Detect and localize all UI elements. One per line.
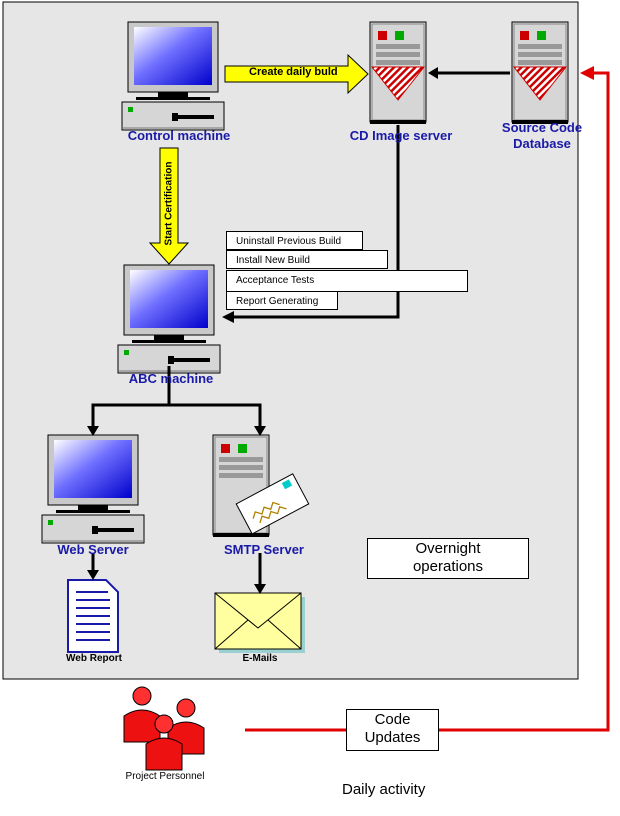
- code-updates-box: Code Updates: [346, 709, 439, 751]
- smtp-server-label: SMTP Server: [224, 542, 304, 557]
- abc-machine-icon: [117, 264, 221, 374]
- source-code-database-icon: [511, 21, 569, 125]
- create-daily-build-arrow: [224, 53, 369, 95]
- emails-label: E-Mails: [242, 653, 278, 664]
- cd-image-server-icon: [369, 21, 427, 125]
- step-report-generating: Report Generating: [226, 291, 338, 310]
- code-update-arrowhead: [580, 66, 594, 80]
- project-personnel-label: Project Personnel: [125, 771, 205, 782]
- step-uninstall-previous-build: Uninstall Previous Build: [226, 231, 363, 250]
- overnight-operations-box: Overnight operations: [367, 538, 529, 579]
- web-report-icon: [67, 579, 119, 653]
- web-report-label: Web Report: [66, 653, 122, 664]
- arrowheads: [87, 67, 438, 594]
- start-certification-label: Start Certification: [163, 161, 175, 246]
- control-machine-label: Control machine: [127, 128, 231, 143]
- cd-image-server-label: CD Image server: [349, 128, 453, 143]
- daily-activity-caption: Daily activity: [342, 781, 426, 798]
- start-certification-arrow: [148, 147, 190, 265]
- control-machine-icon: [121, 21, 225, 131]
- connectors: [91, 71, 510, 586]
- smtp-server-icon: [212, 434, 310, 538]
- abc-machine-label: ABC machine: [128, 371, 214, 386]
- step-install-new-build: Install New Build: [226, 250, 388, 269]
- step-acceptance-tests: Acceptance Tests: [226, 270, 468, 292]
- web-server-label: Web Server: [57, 542, 129, 557]
- source-code-database-label: Source Code Database: [501, 120, 583, 151]
- web-server-icon: [41, 434, 145, 544]
- project-personnel-icon: [123, 686, 205, 771]
- emails-icon: [214, 592, 305, 653]
- create-daily-build-label: Create daily buld: [249, 66, 338, 78]
